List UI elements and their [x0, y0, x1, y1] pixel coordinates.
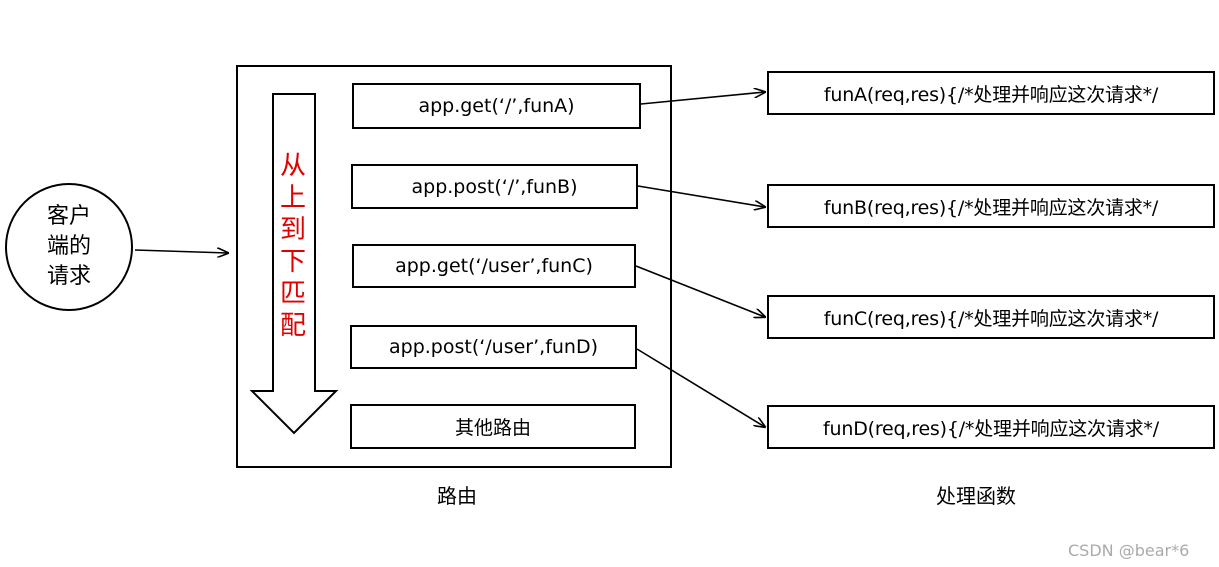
route-label: app.get(‘/’,funA): [418, 95, 575, 117]
handler-label: funC(req,res){/*处理并响应这次请求*/: [823, 307, 1159, 330]
route-box-get-root: app.get(‘/’,funA): [352, 83, 641, 129]
watermark: CSDN @bear*6: [1068, 541, 1190, 560]
route-label: app.post(‘/user’,funD): [388, 336, 599, 358]
route-box-other: 其他路由: [350, 404, 636, 449]
client-request-label: 客户端的请求: [46, 204, 91, 289]
client-request-node: 客户端的请求: [5, 183, 133, 311]
handler-box-fund: funD(req,res){/*处理并响应这次请求*/: [767, 405, 1215, 449]
arrow-route-b: [637, 185, 765, 207]
handler-label: funD(req,res){/*处理并响应这次请求*/: [823, 417, 1159, 440]
handler-box-func: funC(req,res){/*处理并响应这次请求*/: [767, 295, 1215, 339]
route-label: app.get(‘/user’,funC): [395, 255, 593, 277]
router-container: [236, 65, 672, 468]
handler-label: funA(req,res){/*处理并响应这次请求*/: [823, 83, 1159, 106]
handler-box-funb: funB(req,res){/*处理并响应这次请求*/: [767, 184, 1215, 228]
client-to-router-arrow: [134, 250, 228, 253]
router-caption: 路由: [437, 484, 477, 508]
handler-box-funa: funA(req,res){/*处理并响应这次请求*/: [767, 71, 1215, 115]
route-box-post-root: app.post(‘/’,funB): [351, 164, 638, 209]
route-box-post-user: app.post(‘/user’,funD): [350, 325, 637, 369]
down-arrow: [249, 93, 339, 435]
route-label: 其他路由: [454, 417, 531, 439]
handlers-caption: 处理函数: [936, 484, 1016, 508]
handler-label: funB(req,res){/*处理并响应这次请求*/: [823, 196, 1159, 219]
route-label: app.post(‘/’,funB): [411, 175, 578, 198]
arrow-route-a: [640, 92, 765, 105]
arrow-route-d: [636, 348, 765, 427]
match-order-label: 从上到下匹配: [279, 151, 306, 341]
arrow-route-c: [635, 265, 765, 317]
route-box-get-user: app.get(‘/user’,funC): [352, 244, 636, 288]
